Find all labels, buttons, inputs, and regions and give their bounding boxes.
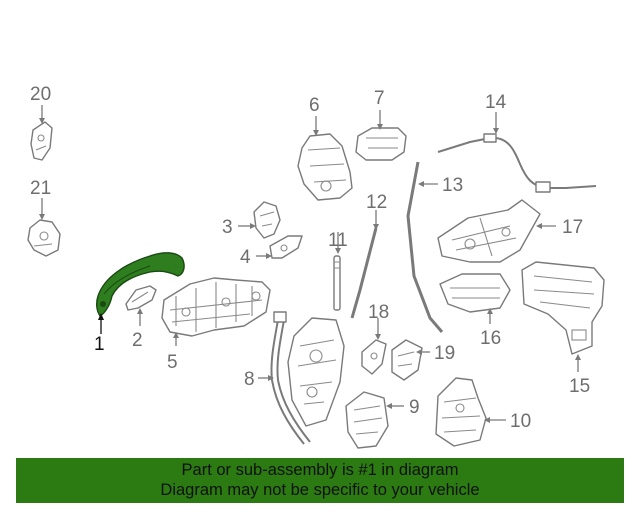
part-5: 5 <box>161 277 271 373</box>
callout-14: 14 <box>485 92 507 113</box>
callout-1: 1 <box>94 334 105 355</box>
callout-5: 5 <box>167 352 178 373</box>
callout-16: 16 <box>480 328 501 349</box>
part-2: 2 <box>125 285 157 351</box>
part-20: 20 <box>30 84 53 161</box>
part-13: 13 <box>406 161 463 333</box>
callout-10: 10 <box>510 411 531 432</box>
callout-8: 8 <box>244 369 255 390</box>
part-21: 21 <box>27 178 61 257</box>
part-10: 10 <box>435 377 531 447</box>
part-17: 17 <box>437 199 583 263</box>
info-banner: Part or sub-assembly is #1 in diagram Di… <box>16 458 624 503</box>
callout-13: 13 <box>442 175 463 196</box>
callout-3: 3 <box>222 217 233 238</box>
part-9: 9 <box>345 391 420 449</box>
part-19: 19 <box>391 339 455 381</box>
parts-diagram: 20 21 1 2 5 <box>27 84 605 449</box>
banner-line-2: Diagram may not be specific to your vehi… <box>160 481 480 499</box>
part-16: 16 <box>439 273 511 349</box>
part-3: 3 <box>222 201 281 239</box>
callout-4: 4 <box>240 247 251 268</box>
callout-12: 12 <box>366 192 387 213</box>
callout-21: 21 <box>30 178 51 199</box>
part-6: 6 <box>297 95 353 201</box>
part-11: 11 <box>328 230 348 311</box>
banner-line-1: Part or sub-assembly is #1 in diagram <box>181 461 459 479</box>
part-4: 4 <box>240 235 303 268</box>
part-14: 14 <box>437 92 597 193</box>
callout-19: 19 <box>434 343 455 364</box>
callout-6: 6 <box>309 95 320 116</box>
callout-11: 11 <box>328 230 348 251</box>
part-18: 18 <box>361 302 389 375</box>
callout-7: 7 <box>374 88 385 109</box>
part-1-handle: 1 <box>94 252 185 355</box>
callout-18: 18 <box>368 302 389 323</box>
callout-9: 9 <box>409 397 420 418</box>
lock-assembly <box>287 317 345 427</box>
part-7: 7 <box>355 88 407 161</box>
part-8: 8 <box>244 311 311 445</box>
callout-2: 2 <box>132 330 143 351</box>
callout-20: 20 <box>30 84 51 105</box>
callout-17: 17 <box>562 217 583 238</box>
callout-15: 15 <box>569 376 590 397</box>
part-12: 12 <box>350 192 387 319</box>
part-15: 15 <box>521 261 605 397</box>
